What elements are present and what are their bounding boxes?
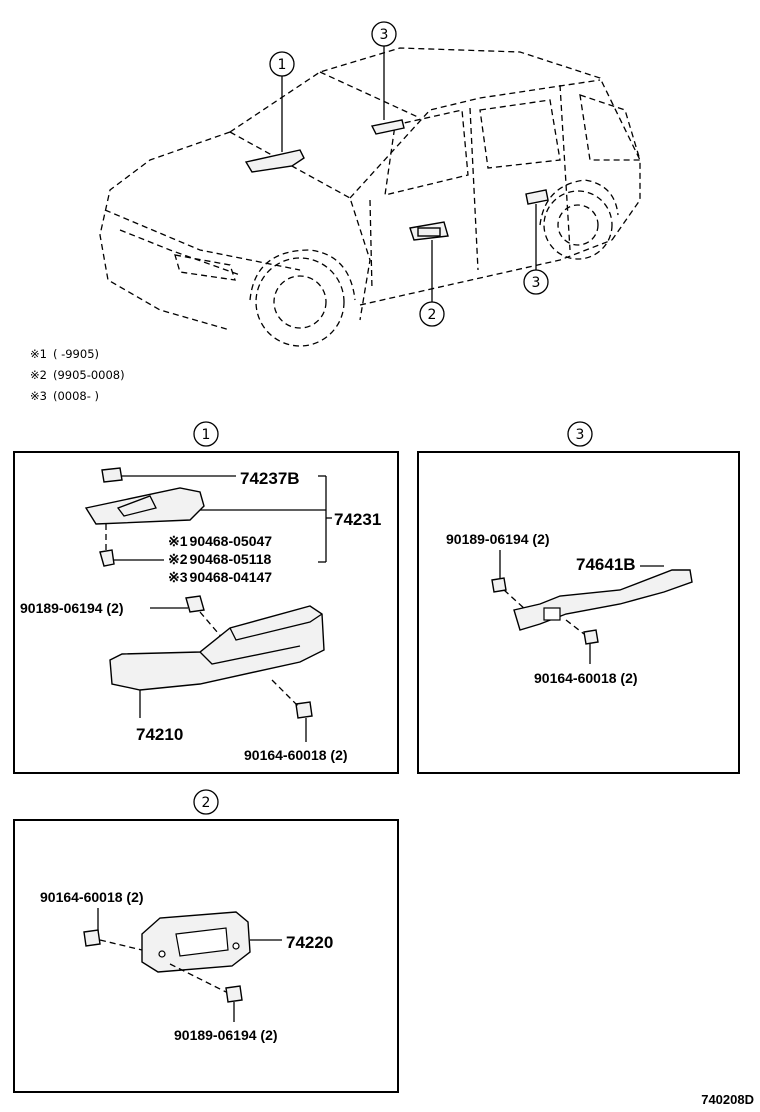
handle-74210-part (109, 605, 325, 691)
section-3-frame (417, 451, 740, 774)
overview-callout-2: 2 (419, 240, 445, 327)
diagram-code: 740208D (701, 1092, 754, 1107)
upper-cover-part (84, 487, 205, 525)
svg-text:※3(0008- ): ※3(0008- ) (30, 389, 99, 403)
svg-text:2: 2 (428, 307, 437, 323)
screw-part-2 (83, 929, 101, 947)
svg-text:90164-60018 (2): 90164-60018 (2) (244, 747, 348, 763)
svg-text:74220: 74220 (286, 933, 333, 952)
svg-text:90164-60018 (2): 90164-60018 (2) (534, 670, 638, 686)
svg-text:※2(9905-0008): ※2(9905-0008) (30, 368, 125, 382)
cap-part (101, 467, 123, 483)
clip-part (99, 549, 115, 567)
svg-text:1: 1 (278, 57, 287, 73)
section-1-frame (13, 451, 399, 774)
section-2: 2 90164-60018 (2) 74220 90189-06194 (2) (13, 789, 399, 1093)
svg-text:74231: 74231 (334, 510, 381, 529)
svg-text:2: 2 (202, 795, 211, 811)
svg-text:74641B: 74641B (576, 555, 636, 574)
svg-text:90189-06194 (2): 90189-06194 (2) (446, 531, 550, 547)
section-2-frame (13, 819, 399, 1093)
applicability-notes: ※1( -9905) ※2(9905-0008) ※3(0008- ) (30, 347, 125, 403)
svg-text:90189-06194 (2): 90189-06194 (2) (174, 1027, 278, 1043)
overview-callout-3-top: 3 (371, 21, 397, 120)
svg-text:1: 1 (202, 427, 211, 443)
svg-text:3: 3 (532, 275, 541, 291)
svg-text:90164-60018 (2): 90164-60018 (2) (40, 889, 144, 905)
nut-part-3 (491, 577, 507, 593)
nut-part-2 (225, 985, 243, 1003)
overview-callout-3-rear: 3 (523, 204, 549, 295)
screw-part-3 (583, 629, 599, 645)
svg-text:90189-06194 (2): 90189-06194 (2) (20, 600, 124, 616)
screw-part (295, 701, 313, 719)
svg-text:74237B: 74237B (240, 469, 300, 488)
overview-callout-1: 1 (269, 51, 295, 152)
svg-text:3: 3 (576, 427, 585, 443)
svg-text:3: 3 (380, 27, 389, 43)
svg-text:74210: 74210 (136, 725, 183, 744)
section-3: 3 90189-06194 (2) 74641B 90164-60018 (2) (417, 421, 740, 774)
car-overview-illustration (99, 47, 641, 347)
svg-text:※1( -9905): ※1( -9905) (30, 347, 99, 361)
handle-74641b-part (513, 569, 693, 631)
nut-part (185, 595, 205, 613)
